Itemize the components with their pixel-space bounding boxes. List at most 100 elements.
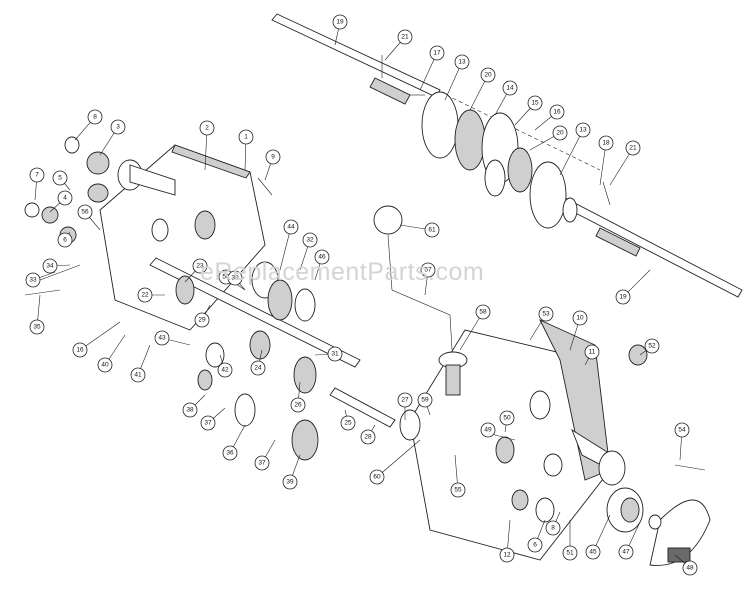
callout-circle <box>454 54 470 70</box>
callout-28: 28 <box>360 429 376 445</box>
callout-number: 18 <box>602 140 610 147</box>
callout-39: 39 <box>282 474 298 490</box>
callout-circle <box>340 415 356 431</box>
callout-54: 54 <box>674 422 690 438</box>
callout-circle <box>572 310 588 326</box>
callout-number: 38 <box>186 407 194 414</box>
callout-43: 43 <box>154 330 170 346</box>
callout-number: 47 <box>622 549 630 556</box>
callout-number: 48 <box>686 565 694 572</box>
callout-number: 27 <box>401 397 409 404</box>
callout-circle <box>110 119 126 135</box>
callout-13: 13 <box>575 122 591 138</box>
callout-number: 54 <box>678 427 686 434</box>
callout-46: 46 <box>314 249 330 265</box>
callout-25: 25 <box>340 415 356 431</box>
callout-circle <box>397 29 413 45</box>
callout-circle <box>130 367 146 383</box>
callout-circle <box>429 45 445 61</box>
callout-number: 4 <box>63 195 67 202</box>
callout-number: 37 <box>258 460 266 467</box>
callout-circle <box>25 272 41 288</box>
callout-circle <box>282 474 298 490</box>
callout-number: 21 <box>401 34 409 41</box>
leader-line <box>459 311 484 351</box>
callout-40: 40 <box>97 357 113 373</box>
callout-number: 20 <box>556 130 564 137</box>
callout-number: 40 <box>101 362 109 369</box>
callout-circle <box>674 422 690 438</box>
callout-circle <box>302 232 318 248</box>
callout-59: 59 <box>417 392 433 408</box>
callout-circle <box>194 312 210 328</box>
callout-circle <box>598 135 614 151</box>
callout-53: 53 <box>538 306 554 322</box>
callout-circle <box>575 122 591 138</box>
callout-19: 19 <box>615 289 631 305</box>
callout-8: 8 <box>87 109 103 125</box>
callout-number: 29 <box>198 317 206 324</box>
callout-number: 49 <box>484 427 492 434</box>
callout-circle <box>417 392 433 408</box>
callout-circle <box>182 402 198 418</box>
callout-48: 48 <box>682 560 698 576</box>
callout-number: 59 <box>421 397 429 404</box>
callout-6: 6 <box>527 537 543 553</box>
callout-number: 22 <box>141 292 149 299</box>
callout-number: 41 <box>134 372 142 379</box>
callout-41: 41 <box>130 367 146 383</box>
callout-12: 12 <box>499 547 515 563</box>
callout-number: 42 <box>221 367 229 374</box>
callout-circle <box>238 129 254 145</box>
callout-number: 34 <box>46 263 54 270</box>
callout-circle <box>545 520 561 536</box>
callout-56: 56 <box>77 204 93 220</box>
callout-number: 1 <box>244 134 248 141</box>
bearings-left <box>24 136 176 244</box>
callout-16: 16 <box>72 342 88 358</box>
callout-14: 14 <box>502 80 518 96</box>
callout-number: 39 <box>286 479 294 486</box>
callout-circle <box>199 120 215 136</box>
callout-circle <box>283 219 299 235</box>
callout-number: 26 <box>294 402 302 409</box>
callout-52: 52 <box>644 338 660 354</box>
callout-18: 18 <box>598 135 614 151</box>
callout-23: 23 <box>192 258 208 274</box>
callout-number: 2 <box>205 125 209 132</box>
callout-circle <box>480 422 496 438</box>
callout-number: 6 <box>533 542 537 549</box>
callout-19: 19 <box>332 14 348 30</box>
callout-number: 11 <box>589 349 596 356</box>
leader-line <box>376 439 421 478</box>
callout-number: 60 <box>373 474 381 481</box>
callout-number: 28 <box>364 434 372 441</box>
callout-circle <box>480 67 496 83</box>
callout-2: 2 <box>199 120 215 136</box>
callout-circle <box>52 170 68 186</box>
callout-44: 44 <box>283 219 299 235</box>
leader-line <box>559 129 584 176</box>
callout-circle <box>369 469 385 485</box>
callout-circle <box>29 319 45 335</box>
callout-24: 24 <box>250 360 266 376</box>
shift-lever <box>373 205 468 396</box>
callout-circle <box>584 344 600 360</box>
callout-circle <box>475 304 491 320</box>
callout-number: 61 <box>428 227 436 234</box>
callout-27: 27 <box>397 392 413 408</box>
callout-number: 35 <box>33 324 41 331</box>
callout-35: 35 <box>29 319 45 335</box>
callout-number: 30 <box>231 275 239 282</box>
callout-51: 51 <box>562 545 578 561</box>
components-right <box>511 344 711 566</box>
callout-circle <box>527 537 543 553</box>
callout-number: 50 <box>503 415 511 422</box>
callout-49: 49 <box>480 422 496 438</box>
callout-circle <box>327 346 343 362</box>
callout-circle <box>217 362 233 378</box>
callout-circle <box>420 262 436 278</box>
callout-37: 37 <box>200 415 216 431</box>
callout-55: 55 <box>450 482 466 498</box>
